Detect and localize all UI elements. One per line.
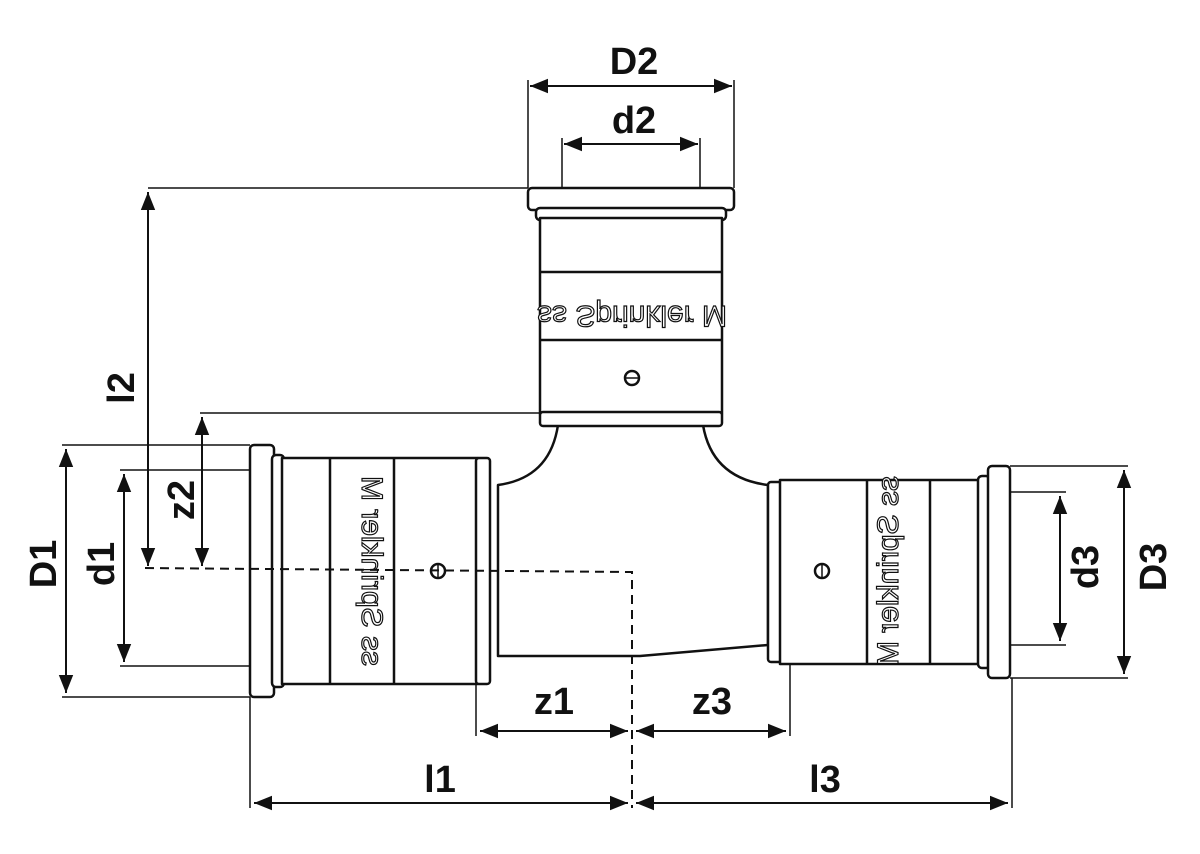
left-marking-text: ss Sprinkler M [355, 476, 388, 666]
dimension-labels: D2 d2 l2 z2 D1 d1 d3 D3 z1 z3 l1 l3 [23, 41, 1175, 801]
tee-body [496, 423, 770, 658]
label-D2: D2 [610, 41, 659, 83]
label-d1: d1 [81, 542, 123, 586]
right-sleeve [778, 478, 982, 666]
label-D1: D1 [23, 540, 65, 589]
extension-lines [62, 80, 1128, 808]
left-collar [248, 443, 276, 699]
top-collar [526, 186, 736, 212]
right-collar [986, 464, 1012, 680]
label-d2: d2 [612, 100, 656, 142]
tee-body-outline [496, 423, 770, 658]
label-d3: d3 [1065, 545, 1107, 589]
dimension-lines [58, 78, 1132, 811]
top-ring [538, 410, 724, 428]
label-l3: l3 [809, 759, 841, 801]
label-z3: z3 [692, 681, 732, 723]
top-marking-text: ss Sprinkler M [537, 299, 727, 332]
top-press-sleeve: ss Sprinkler M [526, 186, 736, 428]
centre-axis-line [144, 567, 633, 808]
right-marking-text: ss Sprinkler M [872, 476, 905, 666]
left-press-sleeve: ss Sprinkler M [248, 443, 492, 699]
right-sight-hole [813, 562, 831, 580]
label-l2: l2 [101, 372, 143, 404]
label-z2: z2 [161, 480, 203, 520]
top-sight-hole [623, 369, 641, 387]
right-press-sleeve: ss Sprinkler M [766, 464, 1012, 680]
label-z1: z1 [534, 681, 574, 723]
label-D3: D3 [1133, 543, 1175, 592]
label-l1: l1 [424, 759, 456, 801]
